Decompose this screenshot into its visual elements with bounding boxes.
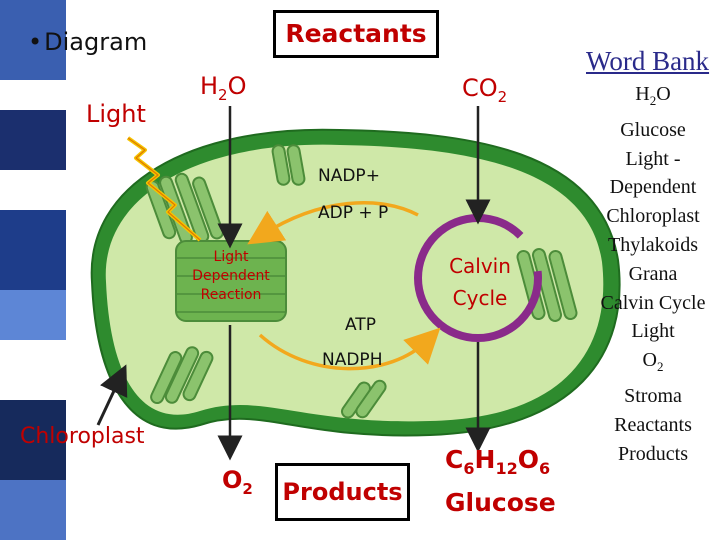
word-bank-item: Dependent [609, 176, 697, 199]
nadph-label: NADPH [322, 350, 383, 370]
word-bank-item: Light - [625, 147, 681, 170]
word-bank-item: Stroma [624, 384, 682, 407]
light-dependent-reaction-label: Light Dependent Reaction [192, 249, 270, 303]
word-bank-item: Chloroplast [606, 205, 700, 228]
word-bank-item: Products [618, 442, 688, 465]
arrow-nadp-adp [247, 201, 419, 245]
arrow-atp-nadph [258, 327, 441, 371]
word-bank-item: Grana [628, 262, 678, 285]
co2-label: CO2 [462, 74, 508, 106]
word-bank-item: Calvin Cycle [600, 291, 706, 314]
decorative-stripe [0, 0, 66, 540]
glucose-formula: C6H12O6 [445, 445, 551, 478]
glucose-label: Glucose [445, 488, 556, 517]
o2-label: O2 [222, 466, 253, 498]
word-bank-item: O2 [642, 349, 664, 375]
nadp-label: NADP+ [318, 166, 380, 186]
h2o-label: H2O [200, 72, 247, 104]
thylakoid-stacks [145, 144, 578, 419]
title-bullet: • [28, 28, 43, 56]
word-bank-item: Light [631, 320, 675, 343]
light-label: Light [86, 100, 146, 128]
chloroplast-label: Chloroplast [20, 424, 145, 449]
reactants-label: Reactants [273, 10, 439, 58]
word-bank-item: Glucose [620, 118, 686, 141]
adp-label: ADP + P [318, 203, 389, 223]
word-bank-item: Reactants [614, 413, 692, 436]
atp-label: ATP [345, 315, 376, 335]
title-text: Diagram [44, 28, 148, 56]
arrow-chloroplast-pointer [96, 364, 128, 426]
word-bank-title: Word Bank [586, 46, 710, 76]
diagram-title: •Diagram [28, 28, 147, 56]
word-bank-item: H2O [635, 83, 671, 108]
word-bank-item: Thylakoids [608, 233, 698, 256]
products-label: Products [275, 463, 410, 521]
calvin-cycle-label: Calvin Cycle [449, 254, 511, 310]
